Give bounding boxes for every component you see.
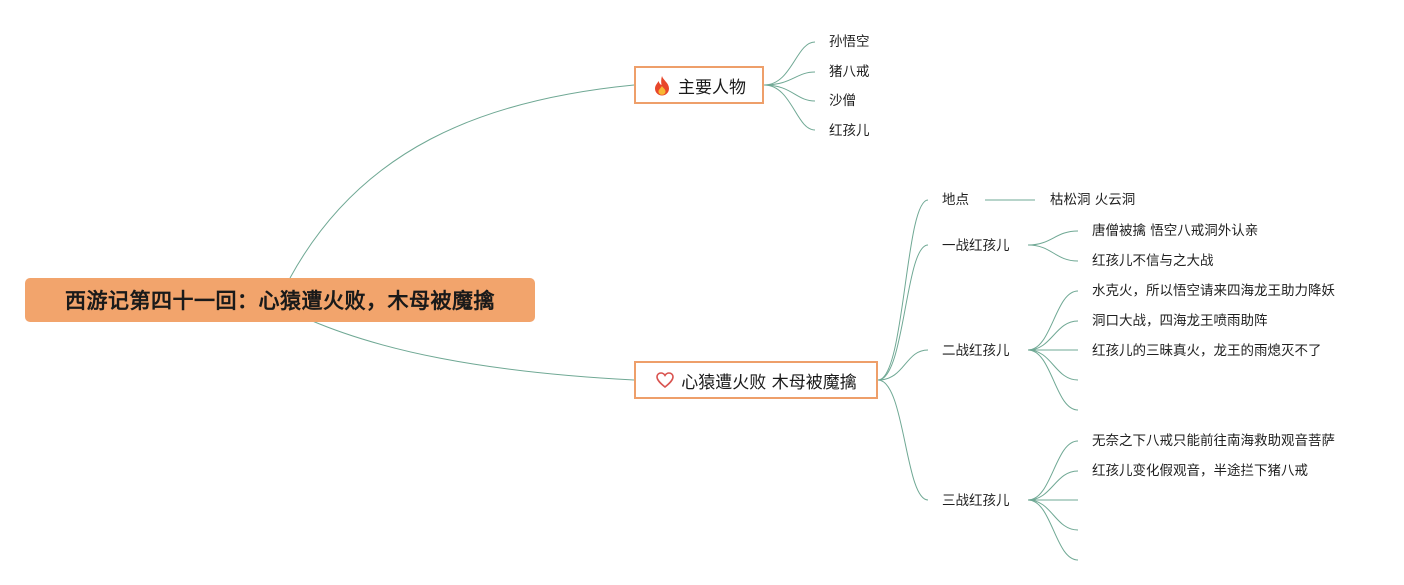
link-root-characters	[289, 84, 635, 279]
branch-main-characters[interactable]: 主要人物	[634, 66, 764, 104]
link-char-4	[763, 84, 816, 131]
character-node[interactable]: 孙悟空	[829, 34, 870, 50]
battle-2-detail[interactable]: 水克火，所以悟空请来四海龙王助力降妖	[1092, 283, 1335, 299]
link-char-3	[763, 84, 816, 102]
branch-label: 主要人物	[678, 77, 746, 98]
character-node[interactable]: 猪八戒	[829, 64, 870, 80]
battle-3-detail[interactable]: 红孩儿变化假观音，半途拦下猪八戒	[1092, 463, 1308, 479]
link-story-location	[877, 199, 929, 381]
battle-3-detail[interactable]: 无奈之下八戒只能前往南海救助观音菩萨	[1092, 433, 1335, 449]
link-b3-4	[1027, 499, 1079, 531]
link-story-battle1	[877, 244, 929, 381]
battle-1-detail[interactable]: 唐僧被擒 悟空八戒洞外认亲	[1092, 223, 1259, 239]
link-b1-1	[1027, 230, 1079, 246]
link-char-1	[763, 41, 816, 86]
link-b3-1	[1027, 440, 1079, 501]
root-title: 西游记第四十一回：心猿遭火败，木母被魔擒	[65, 289, 495, 313]
character-node[interactable]: 沙僧	[829, 93, 856, 109]
battle-1-node[interactable]: 一战红孩儿	[942, 238, 1010, 254]
link-story-battle3	[877, 379, 929, 501]
battle-2-node[interactable]: 二战红孩儿	[942, 343, 1010, 359]
location-node[interactable]: 地点	[942, 192, 969, 208]
link-b2-4	[1027, 349, 1079, 381]
branch-label: 心猿遭火败 木母被魔擒	[681, 372, 857, 393]
location-value-node[interactable]: 枯松洞 火云洞	[1050, 192, 1136, 208]
fire-icon	[652, 74, 672, 96]
character-node[interactable]: 红孩儿	[829, 123, 870, 139]
link-b2-2	[1027, 320, 1079, 351]
link-b3-5	[1027, 499, 1079, 561]
battle-1-detail[interactable]: 红孩儿不信与之大战	[1092, 253, 1214, 269]
link-b3-2	[1027, 470, 1079, 501]
link-root-story	[309, 319, 635, 381]
heart-icon	[655, 369, 675, 391]
link-b2-5	[1027, 349, 1079, 411]
branch-story[interactable]: 心猿遭火败 木母被魔擒	[634, 361, 878, 399]
link-b2-1	[1027, 290, 1079, 351]
battle-2-detail[interactable]: 洞口大战，四海龙王喷雨助阵	[1092, 313, 1268, 329]
root-topic[interactable]: 西游记第四十一回：心猿遭火败，木母被魔擒	[25, 278, 535, 322]
battle-3-node[interactable]: 三战红孩儿	[942, 493, 1010, 509]
link-story-battle2	[877, 349, 929, 381]
battle-2-detail[interactable]: 红孩儿的三昧真火，龙王的雨熄灭不了	[1092, 343, 1322, 359]
link-b1-2	[1027, 244, 1079, 262]
link-char-2	[763, 71, 816, 86]
